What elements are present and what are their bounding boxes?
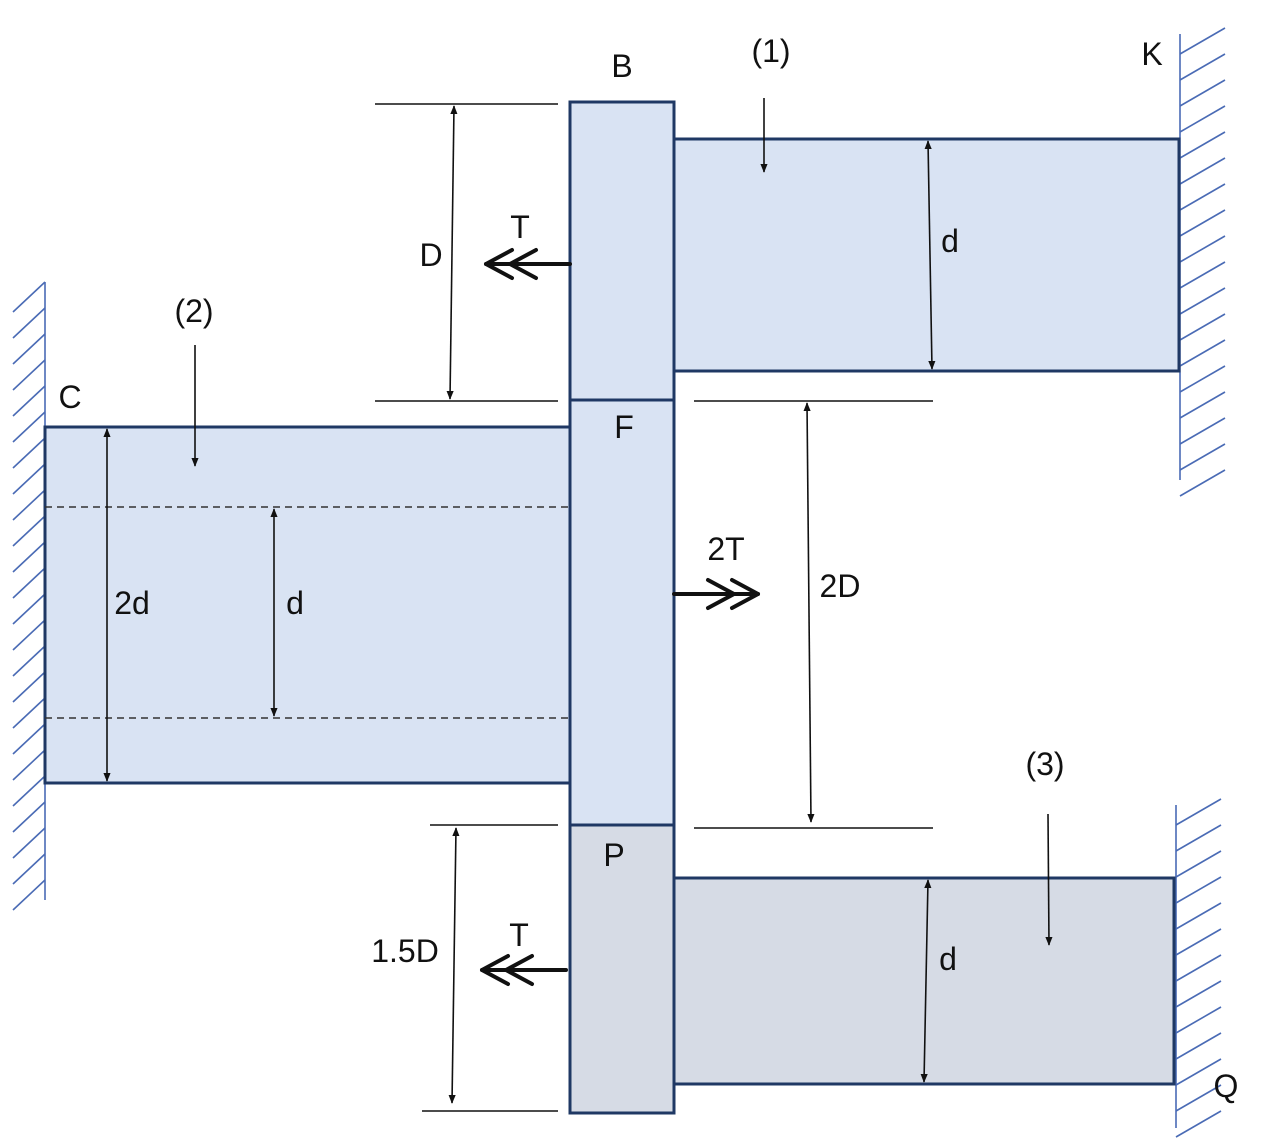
member-3-pointer <box>1045 813 1053 946</box>
fixed-wall-c <box>12 281 46 911</box>
torque-arrow-f <box>672 578 760 610</box>
label-torque-b: T <box>510 209 530 245</box>
label-torque-p: T <box>509 917 529 953</box>
label-member-3: (3) <box>1025 746 1064 782</box>
torque-arrow-p <box>480 954 568 986</box>
torque-arrow-b <box>484 248 572 280</box>
dim-d-member3-arrow <box>920 879 932 1083</box>
fixed-wall-q <box>1175 798 1222 1138</box>
dim-d-member1-arrow <box>924 140 936 370</box>
label-point-p: P <box>603 837 624 873</box>
shaft-member-2 <box>43 425 573 785</box>
label-dim-d-member3: d <box>939 941 957 977</box>
label-point-k: K <box>1141 36 1162 72</box>
gear-f <box>568 398 676 827</box>
shaft-member-1 <box>672 137 1181 373</box>
label-member-2: (2) <box>174 293 213 329</box>
label-dim-2d: 2d <box>114 585 150 621</box>
label-torque-f: 2T <box>707 531 744 567</box>
dim-2D-arrow <box>803 402 815 823</box>
dim-1-5D-arrow <box>448 827 460 1104</box>
label-point-q: Q <box>1214 1068 1239 1104</box>
label-point-f: F <box>614 409 634 445</box>
label-dim-2D: 2D <box>820 568 861 604</box>
gear-b <box>568 100 676 402</box>
gear-p <box>568 823 676 1115</box>
label-dim-d-member1: d <box>941 223 959 259</box>
label-point-c: C <box>58 379 81 415</box>
fixed-wall-k <box>1179 27 1226 497</box>
label-member-1: (1) <box>751 33 790 69</box>
label-dim-D: D <box>419 237 442 273</box>
label-dim-d-bore: d <box>286 585 304 621</box>
label-dim-1-5D: 1.5D <box>371 933 439 969</box>
label-point-b: B <box>611 48 632 84</box>
dim-D-arrow <box>446 105 458 400</box>
